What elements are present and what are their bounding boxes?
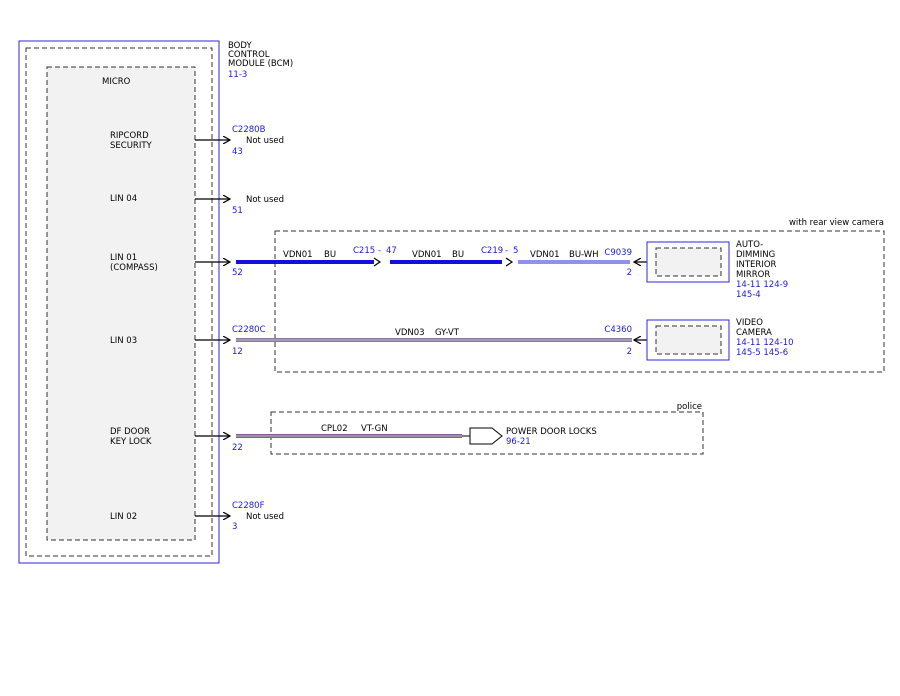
wire1-seg3-circuit: VDN01 [530,250,560,260]
pin-label-ripcord: RIPCORD [110,131,149,141]
splice-c215-dash: - [378,246,381,256]
pin-number-c9039: 2 [627,268,632,278]
connector-c4360: C4360 [604,325,632,335]
mirror-component-inner [655,247,722,277]
mirror-ref-1: 14-11 124-9 [736,280,788,290]
pin-label-dfdoor-2: KEY LOCK [110,437,152,447]
wire1-seg1-circuit: VDN01 [283,250,313,260]
pin-label-lin02: LIN 02 [110,512,137,522]
pin-number-43: 43 [232,147,243,157]
police-group-label: police [677,402,702,412]
wire1-seg2-color: BU [452,250,464,260]
rear-camera-group-label: with rear view camera [789,218,884,228]
camera-name-1: VIDEO [736,318,763,328]
connector-c9039: C9039 [604,248,632,258]
pin-number-52: 52 [232,268,243,278]
wire2-circuit: VDN03 [395,328,425,338]
power-door-locks-flag-icon [469,427,503,445]
wire1-seg3-color: BU-WH [569,250,599,260]
connector-c2280b: C2280B [232,125,266,135]
rear-camera-group-outline [274,230,885,373]
bcm-module-outline [18,40,220,564]
not-used-3: Not used [246,512,284,522]
pin-label-lin03: LIN 03 [110,336,137,346]
splice-c219-dash: - [505,246,508,256]
camera-component-inner [655,325,722,355]
police-group-outline [270,411,704,455]
bcm-inner-outline [25,47,213,557]
connector-c2280f: C2280F [232,501,265,511]
not-used-51: Not used [246,195,284,205]
bcm-title-line3: MODULE (BCM) [228,59,293,69]
pin-stubs [195,140,230,516]
pin-number-51: 51 [232,206,243,216]
bcm-title: BODY CONTROL MODULE (BCM) 11-3 [228,41,293,80]
camera-ref-1: 14-11 124-10 [736,338,794,348]
micro-label: MICRO [102,77,131,87]
wire1-seg1-color: BU [324,250,336,260]
connector-c2280c: C2280C [232,325,266,335]
splice-c219: C219 [481,246,503,256]
mirror-name-2: DIMMING [736,250,775,260]
mirror-ref-2: 145-4 [736,290,761,300]
mirror-name-4: MIRROR [736,270,770,280]
pin-label-dfdoor: DF DOOR [110,427,150,437]
splice-c219-pin: 5 [513,246,518,256]
wire2-color: GY-VT [435,328,460,338]
bcm-ref: 11-3 [228,70,247,80]
mirror-name-3: INTERIOR [736,260,777,270]
pin-label-ripcord-2: SECURITY [110,141,153,151]
pin-number-3: 3 [232,522,237,532]
pin-number-22: 22 [232,443,243,453]
camera-ref-2: 145-5 145-6 [736,348,788,358]
not-used-43: Not used [246,136,284,146]
power-door-locks-label: POWER DOOR LOCKS [506,427,597,437]
bcm-title-line1: BODY [228,41,252,51]
camera-name-2: CAMERA [736,328,772,338]
wire-vdn01 [236,257,656,267]
splice-c215-arrow [373,257,382,267]
splice-c219-arrow [505,257,514,267]
power-door-locks-ref: 96-21 [506,437,531,447]
micro-block [46,66,196,541]
bcm-title-line2: CONTROL [228,50,270,60]
mirror-name-1: AUTO- [736,240,763,250]
splice-c215-pin: 47 [386,246,397,256]
wire1-seg2-circuit: VDN01 [412,250,442,260]
wire3-color: VT-GN [361,424,388,434]
wire3-circuit: CPL02 [321,424,348,434]
pin-label-lin01: LIN 01 [110,253,137,263]
pin-label-lin04: LIN 04 [110,194,137,204]
splice-c215: C215 [353,246,375,256]
pin-label-lin01-2: (COMPASS) [110,263,158,273]
pin-number-c4360: 2 [627,347,632,357]
pin-number-12: 12 [232,347,243,357]
